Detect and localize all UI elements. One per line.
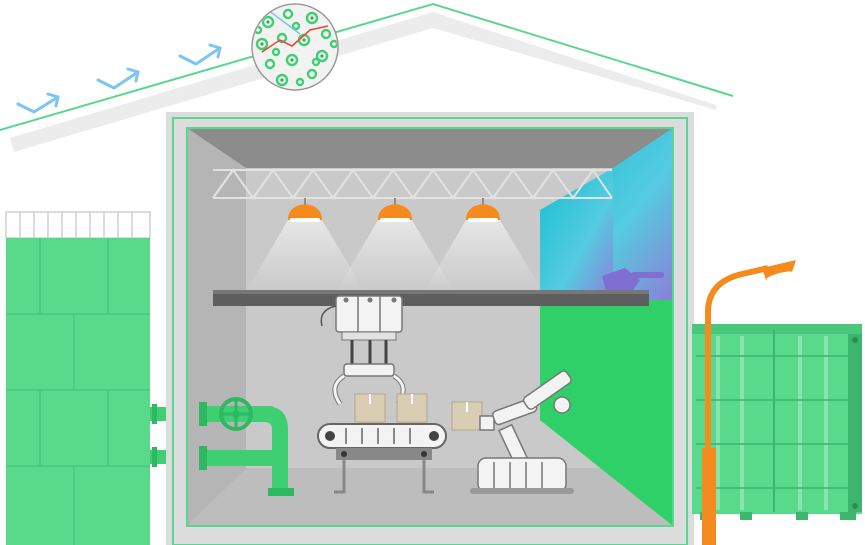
ceiling-truss bbox=[212, 168, 613, 200]
water-tank bbox=[5, 211, 151, 545]
trend-arrow-icon bbox=[16, 92, 60, 114]
lamp-icon bbox=[466, 198, 500, 222]
ceiling-lamps bbox=[288, 198, 500, 222]
gantry-carriage bbox=[320, 295, 403, 370]
trend-arrow-icon bbox=[178, 43, 222, 66]
box-icon bbox=[396, 393, 428, 423]
valve-pipes bbox=[199, 397, 294, 496]
shipping-container bbox=[692, 324, 862, 520]
roof bbox=[0, 2, 734, 152]
trend-arrow-icon bbox=[96, 67, 140, 90]
gantry-rail bbox=[213, 290, 649, 306]
street-lamp bbox=[702, 260, 796, 545]
conveyor-belt bbox=[317, 423, 447, 494]
magnifier-lens bbox=[251, 3, 339, 91]
lamp-icon bbox=[378, 198, 412, 222]
robot-arm bbox=[470, 370, 574, 494]
building bbox=[166, 112, 694, 545]
light-beams bbox=[246, 220, 543, 292]
pipe-connectors bbox=[150, 404, 170, 467]
purple-tool bbox=[602, 268, 664, 292]
box-icon bbox=[451, 401, 483, 431]
valve-wheel-icon bbox=[219, 397, 253, 431]
box-icon bbox=[354, 393, 386, 423]
lamp-icon bbox=[288, 198, 322, 222]
microbe-pattern bbox=[253, 8, 337, 87]
trend-arrow-icons bbox=[16, 43, 222, 114]
boxes bbox=[354, 393, 483, 431]
